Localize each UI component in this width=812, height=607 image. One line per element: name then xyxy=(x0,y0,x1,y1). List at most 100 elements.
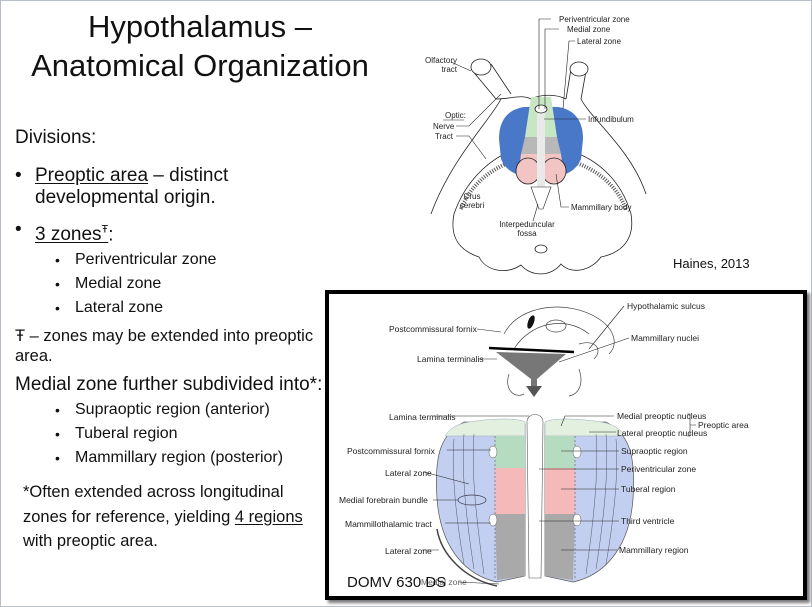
region-item: Tuberal region xyxy=(15,422,325,446)
olfactory-line-2: tract xyxy=(441,65,457,74)
bullet-3-zones: 3 zonesŦ: xyxy=(15,219,325,246)
olfactory-right-cut xyxy=(569,61,589,77)
left-preoptic xyxy=(444,418,526,437)
fornix-dark xyxy=(527,315,535,329)
right-preoptic xyxy=(544,418,626,437)
ventral-hypothalamus-figure: Periventricular zone Medial zone Lateral… xyxy=(421,9,661,284)
note-4-regions: 4 regions xyxy=(234,507,303,526)
zones-term: 3 zonesŦ xyxy=(35,224,108,245)
label-mammillary-nuclei: Mammillary nuclei xyxy=(631,333,700,343)
note-part-2: with preoptic area. xyxy=(23,532,158,551)
preoptic-area-desc: – distinct developmental origin. xyxy=(35,165,229,208)
course-watermark: DOMV 630 DS xyxy=(347,574,447,591)
zones-footnote: Ŧ – zones may be extended into preoptic … xyxy=(15,327,314,366)
leader-olfactory xyxy=(450,61,472,72)
third-ventricle xyxy=(526,414,544,579)
region-item: Supraoptic region (anterior) xyxy=(15,398,325,422)
leader-lateral xyxy=(562,40,575,110)
label-lateral-zone-2: Lateral zone xyxy=(385,546,432,556)
citation-haines: Haines, 2013 xyxy=(673,256,750,271)
label-lateral-preoptic-nucleus: Lateral preoptic nucleus xyxy=(617,428,708,438)
interpeduncular-line-1: Interpeduncular xyxy=(499,220,555,229)
label-lamina-terminalis: Lamina terminalis xyxy=(389,412,456,422)
leader-periventricular xyxy=(538,18,551,109)
label-nerve: Nerve xyxy=(433,122,455,131)
zone-item: Periventricular zone xyxy=(15,248,325,272)
olfactory-right xyxy=(565,68,587,100)
label-mammillary-region: Mammillary region xyxy=(619,545,689,555)
olfactory-line-1: Olfactory xyxy=(424,56,457,65)
left-supraoptic xyxy=(495,436,525,468)
left-mammillary xyxy=(495,514,525,580)
lamina-funnel xyxy=(496,352,566,386)
label-optic: Optic: xyxy=(445,111,466,120)
label-infundibulum: Infundibulum xyxy=(588,115,634,124)
optic-tract-left xyxy=(430,98,502,215)
leader-medial xyxy=(544,28,559,109)
mammillary-body-right xyxy=(541,157,567,185)
label-lateral-zone: Lateral zone xyxy=(577,37,622,46)
label-medial-zone: Medial zone xyxy=(567,25,611,34)
zones-colon: : xyxy=(108,224,114,246)
zones-term-text: 3 zones xyxy=(35,224,102,246)
label-tract: Tract xyxy=(435,132,453,141)
sagittal-hypothalamus-figure: Hypothalamic sulcus Postcommissural forn… xyxy=(325,290,807,600)
label-medial-forebrain-bundle: Medial forebrain bundle xyxy=(339,495,428,505)
zones-footnote-mark: Ŧ xyxy=(101,224,109,236)
label-hypothalamic-sulcus: Hypothalamic sulcus xyxy=(627,301,705,311)
crus-line-2: cerebri xyxy=(459,201,485,210)
title-line-2: Anatomical Organization xyxy=(31,48,369,83)
label-third-ventricle: Third ventricle xyxy=(621,516,675,526)
infundibulum-stalk xyxy=(537,109,545,199)
preoptic-bracket xyxy=(687,413,696,437)
note-part-1: *Often extended across longitudinal zone… xyxy=(23,483,284,526)
label-preoptic-area: Preoptic area xyxy=(698,420,749,430)
label-supraoptic-region: Supraoptic region xyxy=(621,446,688,456)
crus-left-hatch xyxy=(459,159,514,210)
infundibulum-cut xyxy=(534,104,548,114)
lamina-bar xyxy=(488,346,575,354)
olfactory-left-cut xyxy=(470,58,492,76)
label-mammillothalamic-tract: Mammillothalamic tract xyxy=(345,519,432,529)
right-supraoptic xyxy=(545,436,575,468)
slide-body: Divisions: Preoptic area – distinct deve… xyxy=(15,127,325,554)
label-periventricular-zone: Periventricular zone xyxy=(559,15,630,24)
label-mammillary-body: Mammillary body xyxy=(571,203,632,212)
interpeduncular-fossa xyxy=(530,186,552,210)
leader-interpeduncular xyxy=(532,203,539,222)
crus-line-1: Crus xyxy=(463,192,481,201)
sagittal-outline xyxy=(503,306,615,355)
preoptic-area-term: Preoptic area xyxy=(35,165,149,186)
left-tuberal xyxy=(495,468,525,514)
slide-title: Hypothalamus – Anatomical Organization xyxy=(15,7,385,85)
label-medial-zone: Medial zone xyxy=(421,577,467,587)
right-tuberal xyxy=(545,468,575,514)
olfactory-left xyxy=(470,63,512,100)
label-lateral-zone-1: Lateral zone xyxy=(385,468,432,478)
interpeduncular-line-2: fossa xyxy=(517,229,537,238)
ventral-view-drawing xyxy=(430,18,647,275)
label-postcommissural-fornix-top: Postcommissural fornix xyxy=(389,324,477,334)
title-line-1: Hypothalamus – xyxy=(87,9,312,44)
label-tuberal-region: Tuberal region xyxy=(621,484,676,494)
aqueduct xyxy=(534,244,548,254)
region-item: Mammillary region (posterior) xyxy=(15,446,325,470)
leader-mammillary xyxy=(555,173,569,208)
medial-zone-heading: Medial zone further subdivided into*: xyxy=(15,374,323,396)
mammillary-body-left xyxy=(515,157,541,185)
leader-nerve xyxy=(456,93,502,127)
right-mammillary xyxy=(545,514,575,580)
divisions-heading: Divisions: xyxy=(15,127,97,148)
label-periventricular-zone: Periventricular zone xyxy=(621,464,697,474)
sagittal-drawing xyxy=(422,305,696,587)
leader-tract xyxy=(456,135,487,160)
bullet-preoptic-area: Preoptic area – distinct developmental o… xyxy=(15,165,325,209)
label-medial-preoptic-nucleus: Medial preoptic nucleus xyxy=(617,411,707,421)
regions-note: *Often extended across longitudinal zone… xyxy=(15,480,325,554)
label-postcommissural-fornix: Postcommissural fornix xyxy=(347,446,435,456)
zone-item: Lateral zone xyxy=(15,296,325,320)
zone-item: Medial zone xyxy=(15,272,325,296)
